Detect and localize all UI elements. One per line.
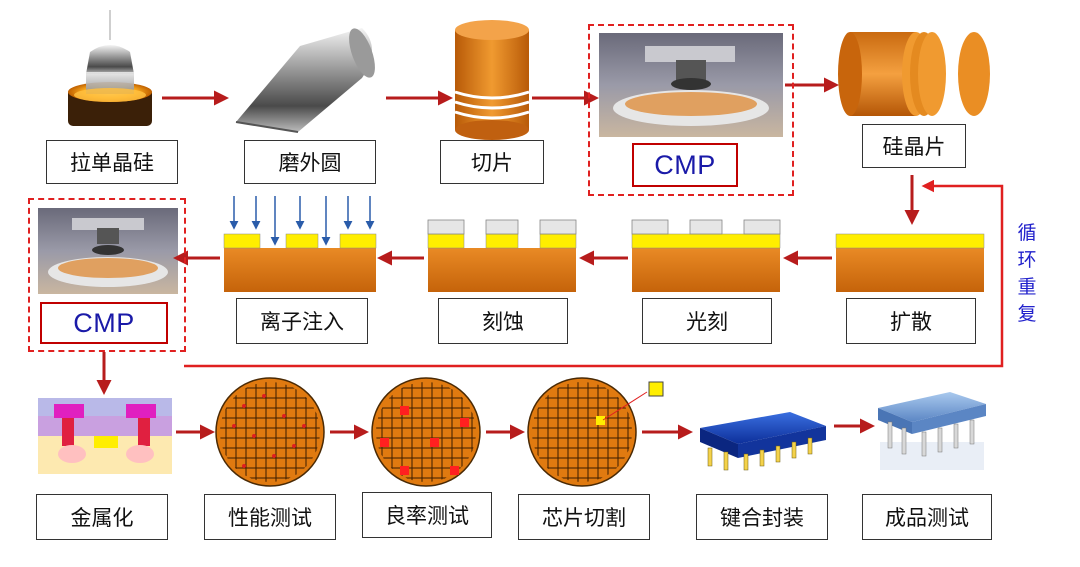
cmp-machine-photo-mid	[38, 208, 178, 294]
step-cmp-mid-label: CMP	[40, 302, 168, 344]
bonded-chip-image	[700, 412, 826, 471]
silicon-wafer-image	[838, 32, 990, 116]
step-diffusion-label: 扩散	[846, 298, 976, 344]
sliced-ingot-image	[454, 20, 530, 140]
step-final-test-label: 成品测试	[862, 494, 992, 540]
step-etching-label: 刻蚀	[438, 298, 568, 344]
cmp-dashed-frame-mid	[28, 198, 186, 352]
die-pointer-line	[602, 391, 648, 421]
etching-wafer-image	[427, 219, 577, 292]
loop-return-line	[184, 179, 1004, 368]
finished-chip-image	[878, 392, 986, 470]
performance-test-wafer	[215, 377, 325, 487]
step-perf-test-label: 性能测试	[204, 494, 336, 540]
step-slice-label: 切片	[440, 140, 544, 184]
step-lithography-label: 光刻	[642, 298, 772, 344]
loop-repeat-label: 循 环 重 复	[1017, 222, 1037, 325]
lithography-wafer-image	[631, 219, 781, 292]
step-grind-label: 磨外圆	[244, 140, 376, 184]
metallization-cross-section-image	[38, 398, 172, 474]
step-pull-crystal-label: 拉单晶硅	[46, 140, 178, 184]
step-metallization-label: 金属化	[36, 494, 168, 540]
step-ion-implant-label: 离子注入	[236, 298, 368, 344]
step-cmp-top-label: CMP	[632, 143, 738, 187]
cut-die-square	[648, 381, 664, 397]
yield-test-wafer	[371, 377, 481, 487]
crystal-puller-image	[68, 10, 152, 126]
wafer-grids	[215, 377, 637, 487]
step-dicing-label: 芯片切割	[518, 494, 650, 540]
cmp-dashed-frame-top	[588, 24, 794, 196]
dicing-wafer	[527, 377, 637, 487]
step-bonding-packaging-label: 键合封装	[696, 494, 828, 540]
step-yield-test-label: 良率测试	[362, 492, 492, 538]
step-wafer-label: 硅晶片	[862, 124, 966, 168]
silicon-ingot-image	[235, 28, 375, 133]
ion-implant-wafer-image	[223, 196, 377, 292]
cmp-machine-photo-top	[599, 33, 783, 137]
diffusion-wafer-image	[835, 233, 985, 292]
